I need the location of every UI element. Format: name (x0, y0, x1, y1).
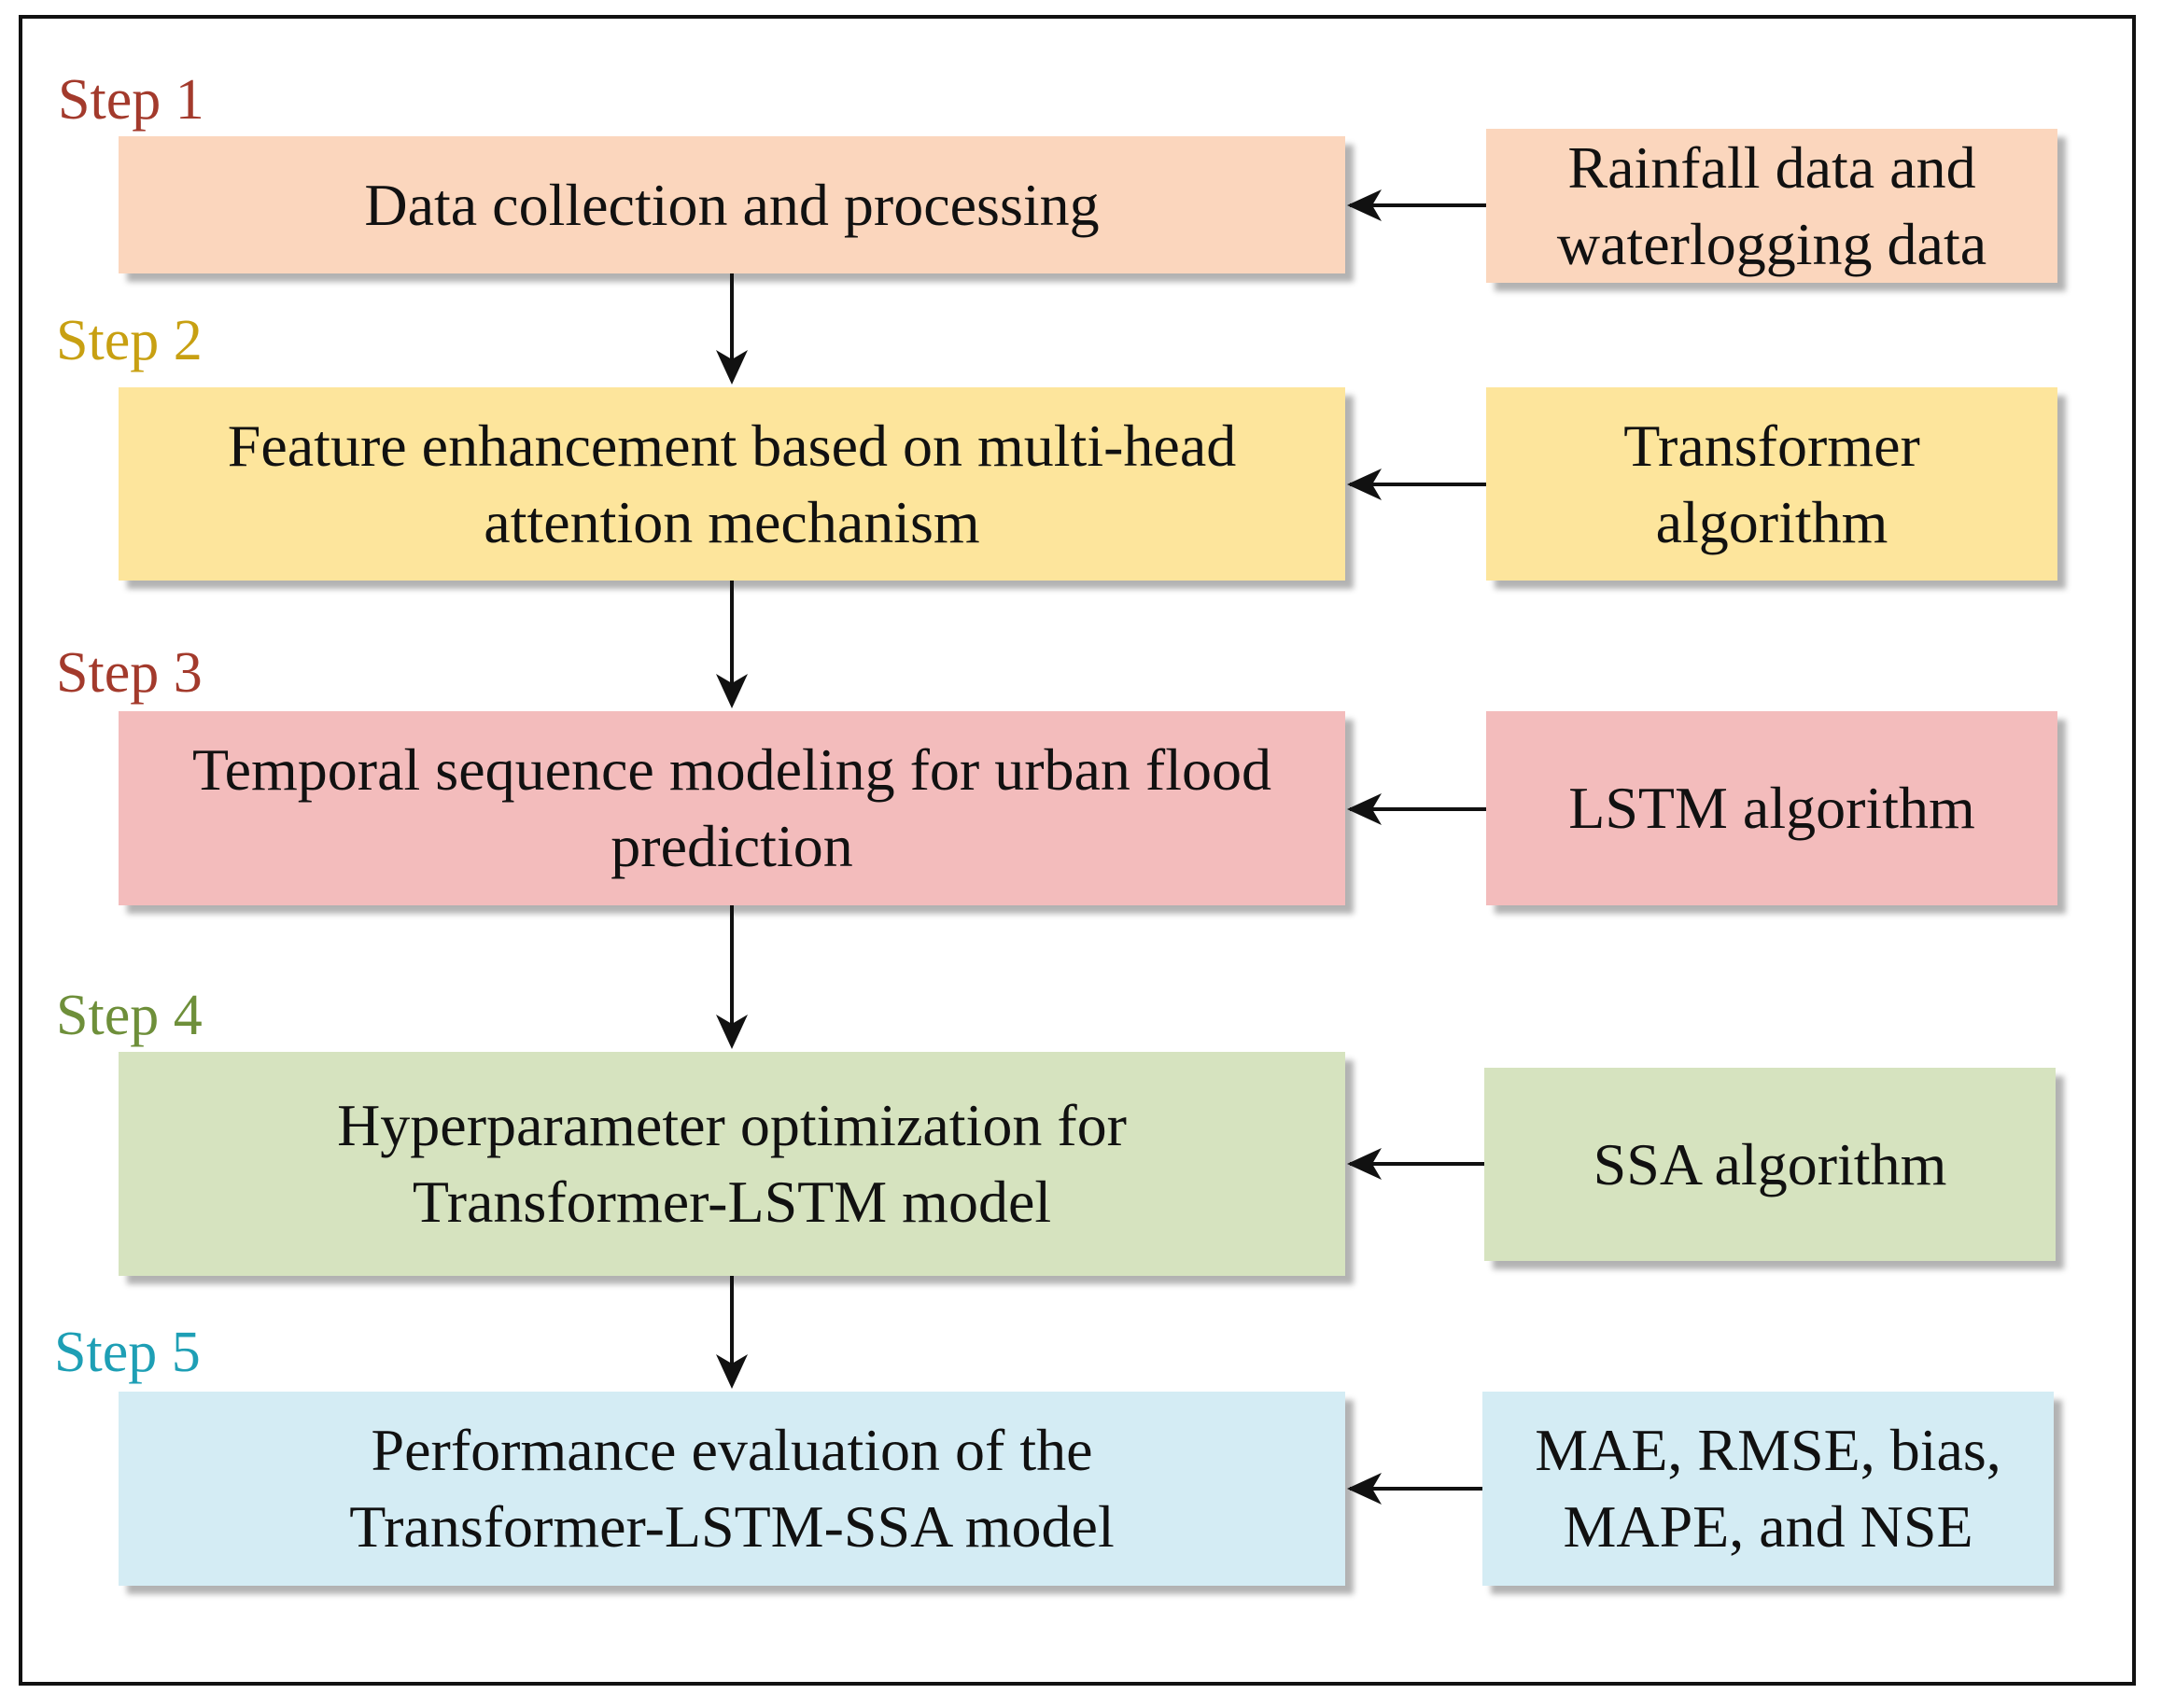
step-1-label: Step 1 (58, 68, 204, 132)
process-box-step-3: Temporal sequence modeling for urban flo… (119, 711, 1345, 905)
process-text-step-4: Hyperparameter optimization for Transfor… (337, 1092, 1127, 1235)
process-text-step-2: Feature enhancement based on multi-head … (227, 412, 1237, 555)
process-box-step-4: Hyperparameter optimization for Transfor… (119, 1052, 1345, 1276)
input-text-step-4: SSA algorithm (1593, 1130, 1947, 1197)
input-text-step-2: Transformer algorithm (1623, 412, 1920, 555)
input-box-step-1: Rainfall data and waterlogging data (1486, 129, 2057, 283)
input-box-step-5: MAE, RMSE, bias, MAPE, and NSE (1482, 1392, 2054, 1586)
input-box-step-4: SSA algorithm (1484, 1068, 2056, 1261)
step-2-label: Step 2 (56, 309, 203, 372)
step-4-label: Step 4 (56, 984, 203, 1047)
process-text-step-5: Performance evaluation of the Transforme… (349, 1417, 1115, 1560)
step-5-label: Step 5 (54, 1321, 201, 1384)
process-box-step-2: Feature enhancement based on multi-head … (119, 387, 1345, 581)
process-text-step-1: Data collection and processing (364, 171, 1100, 238)
input-text-step-5: MAE, RMSE, bias, MAPE, and NSE (1535, 1417, 2001, 1560)
diagram-frame (19, 15, 2136, 1686)
input-box-step-2: Transformer algorithm (1486, 387, 2057, 581)
step-3-label: Step 3 (56, 641, 203, 705)
process-text-step-3: Temporal sequence modeling for urban flo… (191, 736, 1272, 879)
input-text-step-3: LSTM algorithm (1568, 775, 1975, 841)
process-box-step-5: Performance evaluation of the Transforme… (119, 1392, 1345, 1586)
input-text-step-1: Rainfall data and waterlogging data (1556, 133, 1987, 277)
input-box-step-3: LSTM algorithm (1486, 711, 2057, 905)
process-box-step-1: Data collection and processing (119, 136, 1345, 273)
